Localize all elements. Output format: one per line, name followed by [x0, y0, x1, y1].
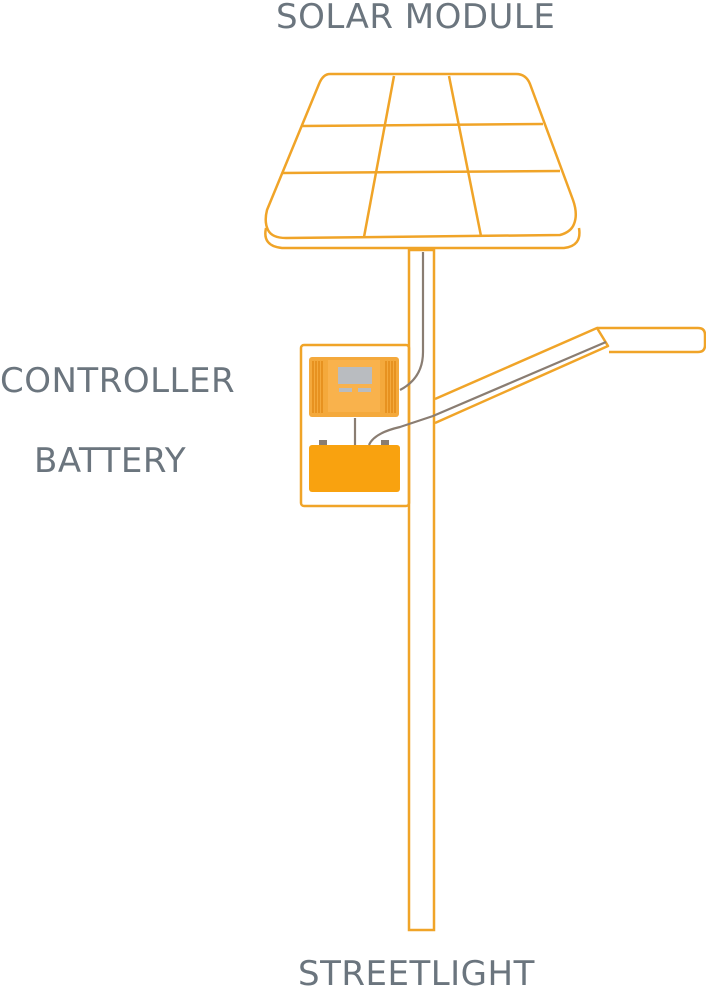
charge-controller: [309, 357, 399, 417]
controller-screen: [338, 367, 372, 384]
controller-button-right: [358, 388, 371, 392]
solar-panel: [264, 72, 581, 250]
panel-row-line-2: [281, 169, 561, 175]
controller-label: CONTROLLER: [0, 361, 236, 401]
lamp-head: [597, 326, 706, 354]
battery-label: BATTERY: [34, 441, 187, 481]
panel-row-line-1: [300, 122, 544, 128]
panel-col-line-2: [447, 75, 483, 237]
equipment-cabinet: [299, 343, 411, 508]
solar-panel-base: [264, 227, 581, 250]
solar-module-label: SOLAR MODULE: [276, 0, 556, 37]
battery: [309, 440, 400, 492]
battery-to-lamp-wire: [367, 340, 607, 446]
panel-to-controller-wire: [399, 252, 425, 391]
panel-col-line-1: [362, 75, 396, 238]
controller-button-left: [339, 388, 352, 392]
lamp-arm: [434, 326, 706, 425]
streetlight-pole: [407, 248, 436, 932]
solar-panel-frame: [264, 72, 577, 240]
streetlight-label: STREETLIGHT: [298, 954, 535, 994]
wiring: [353, 252, 607, 446]
